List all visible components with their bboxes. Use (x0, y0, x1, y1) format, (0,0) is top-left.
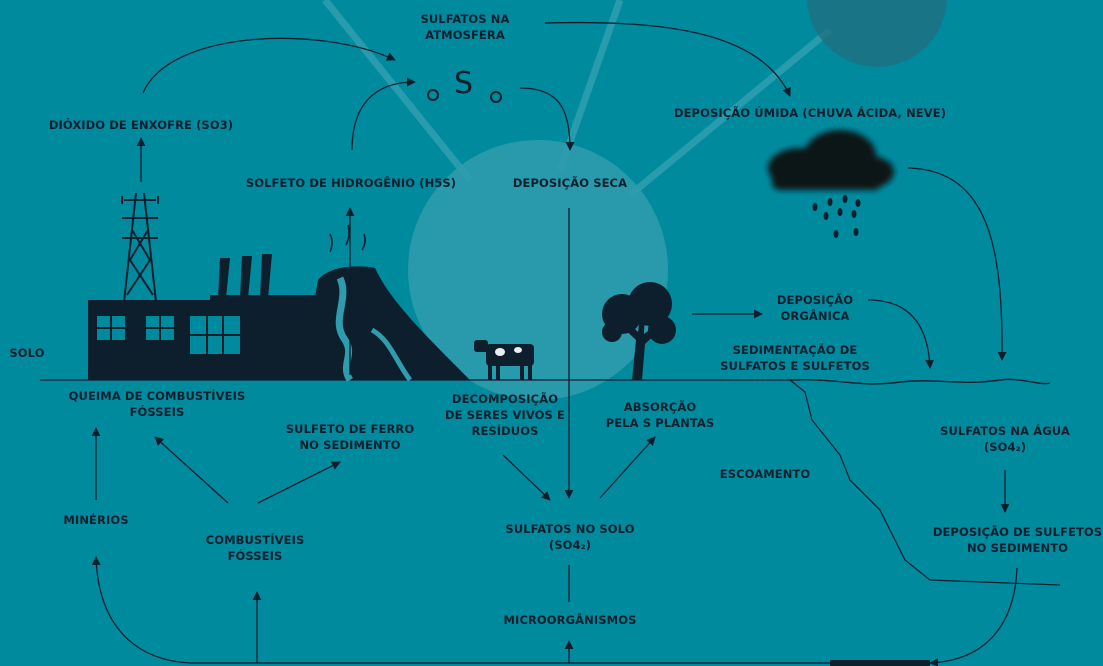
label-absorcao: ABSORÇÃO PELA S PLANTAS (605, 400, 715, 430)
volcano-icon (300, 224, 470, 382)
sediment-line (789, 379, 1061, 586)
sulfur-molecule-icon (427, 89, 502, 103)
factory-icon (88, 254, 335, 380)
label-sulfeto-hidrogenio: SOLFETO DE HIDROGÊNIO (H5S) (245, 176, 457, 190)
label-sedimentacao: SEDIMENTAÇÃO DE SULFATOS E SULFETOS (720, 343, 870, 373)
power-tower-icon (121, 192, 159, 303)
label-sulfatos-agua: SULFATOS NA ÁGUA (SO4₂) (940, 424, 1070, 454)
label-sulfeto-ferro: SULFETO DE FERRO NO SEDIMENTO (285, 422, 415, 452)
cow-icon (474, 340, 534, 380)
water-bottom-bar (830, 660, 930, 666)
label-combustiveis-fosseis: COMBUSTÍVEIS FÓSSEIS (205, 533, 305, 563)
label-dioxido-enxofre: DIÓXIDO DE ENXOFRE (SO3) (48, 118, 234, 132)
label-queima-combustiveis: QUEIMA DE COMBUSTÍVEIS FÓSSEIS (68, 389, 246, 419)
label-sulfatos-atmosfera: SULFATOS NA ATMOSFERA (420, 12, 510, 42)
label-microorganismos: MICROORGÂNISMOS (503, 613, 637, 627)
label-escoamento: ESCOAMENTO (719, 467, 811, 481)
tree-icon (602, 282, 676, 380)
sulfur-symbol: S (454, 66, 474, 101)
rain-cloud-icon (768, 130, 894, 238)
water-surface-line (789, 378, 1051, 385)
label-decomposicao: DECOMPOSIÇÃO DE SERES VIVOS E RESÍDUOS (445, 392, 565, 438)
label-deposicao-umida: DEPOSIÇÃO ÚMIDA (CHUVA ÁCIDA, NEVE) (673, 106, 947, 120)
cycle-arrows (91, 21, 1018, 666)
label-deposicao-sulfetos: DEPOSIÇÃO DE SULFETOS NO SEDIMENTO (932, 525, 1103, 555)
sun-circle-small (807, 0, 947, 67)
label-solo: SOLO (9, 346, 45, 360)
label-sulfatos-solo: SULFATOS NO SOLO (SO4₂) (505, 522, 635, 552)
label-deposicao-organica: DEPOSIÇÃO ORGÂNICA (776, 293, 854, 323)
label-minerios: MINÉRIOS (63, 513, 129, 527)
label-deposicao-seca: DEPOSIÇÃO SECA (512, 176, 628, 190)
